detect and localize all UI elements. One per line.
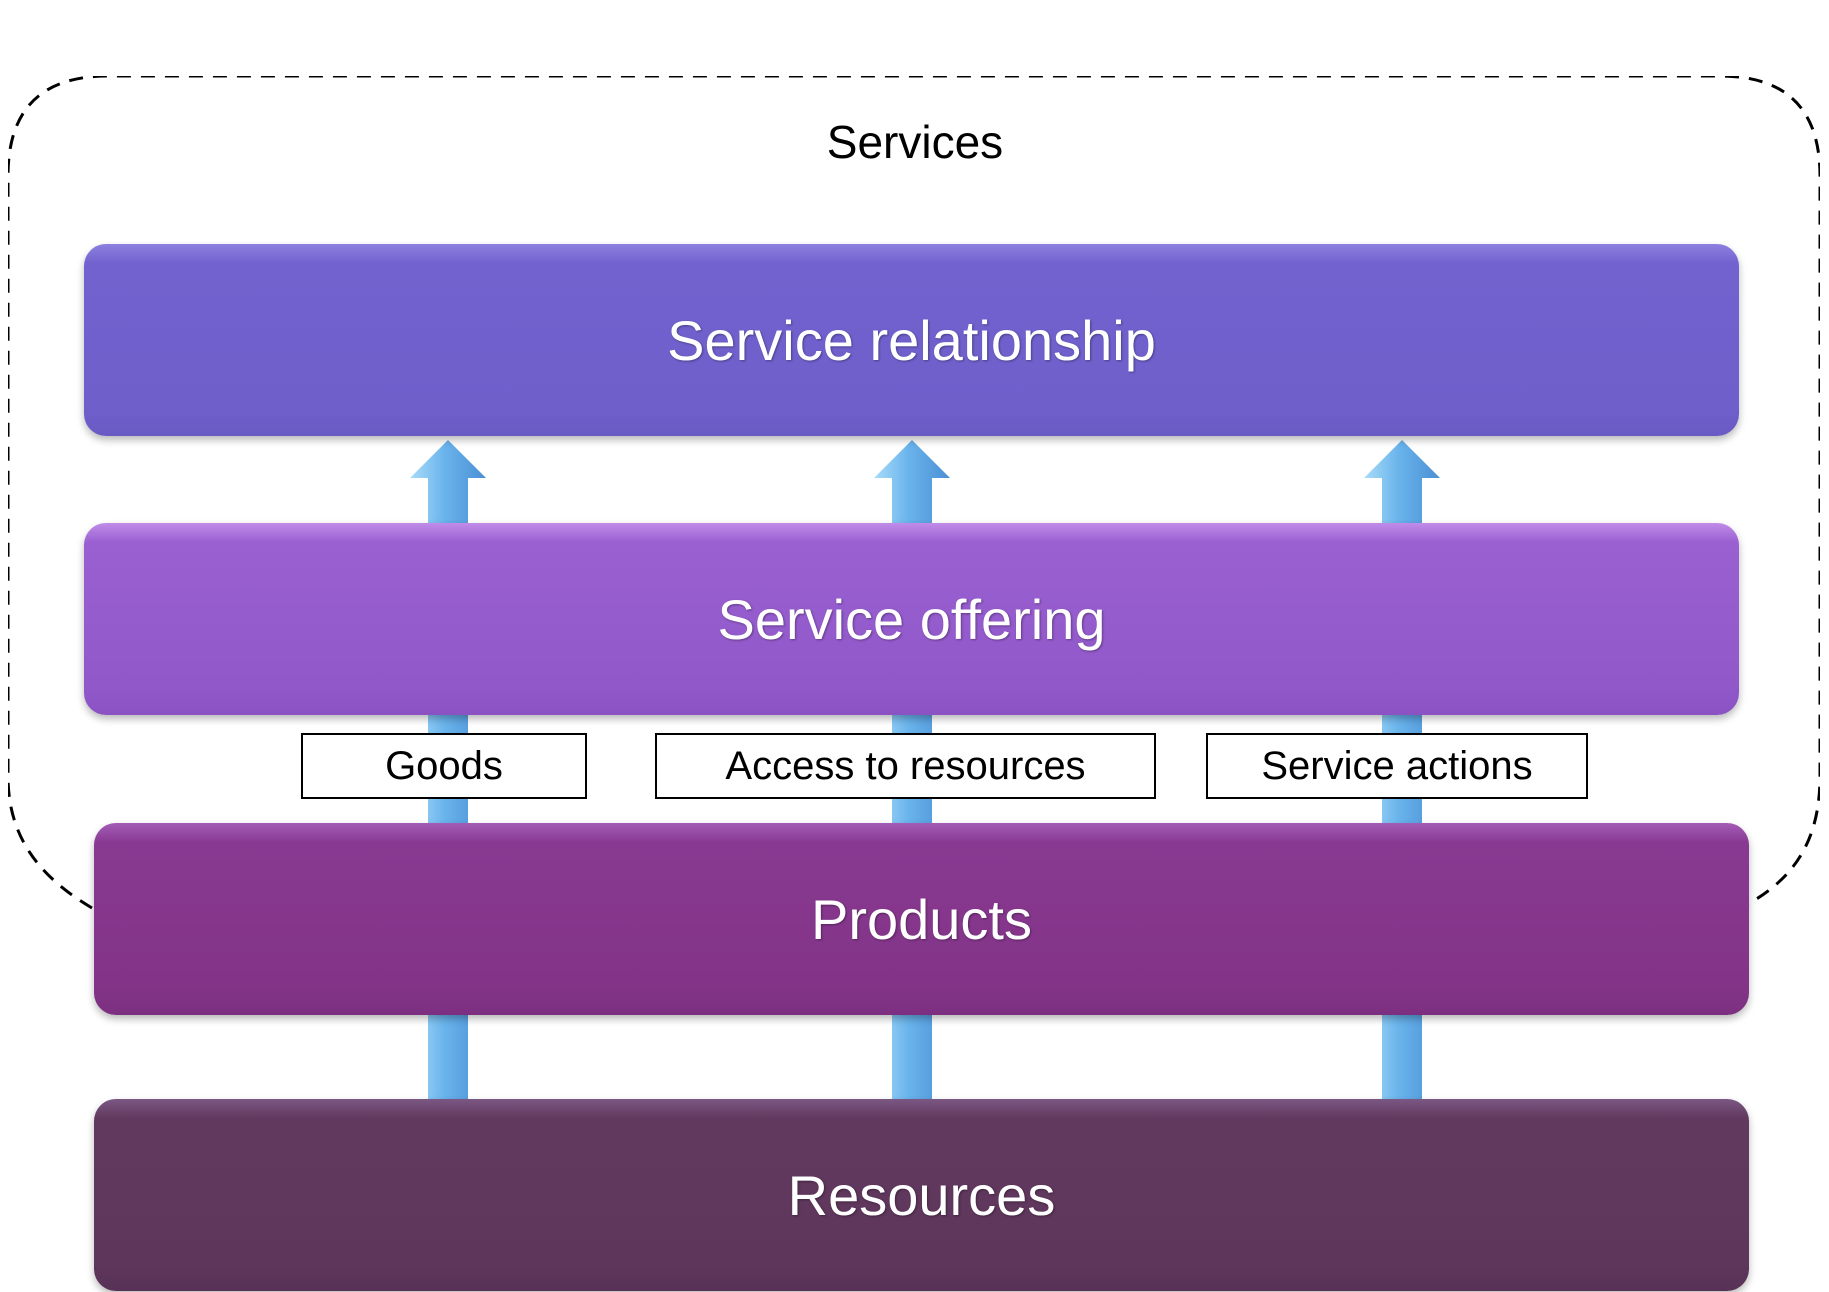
channel-service-actions-label: Service actions xyxy=(1261,743,1533,788)
channel-goods-label: Goods xyxy=(385,743,503,788)
channel-goods: Goods xyxy=(301,733,587,799)
layer-products-label: Products xyxy=(811,887,1032,951)
layer-products: Products xyxy=(94,823,1749,1015)
layer-service-offering-label: Service offering xyxy=(717,587,1106,651)
layer-service-relationship-label: Service relationship xyxy=(667,308,1156,372)
layer-service-relationship: Service relationship xyxy=(84,244,1739,436)
channel-service-actions: Service actions xyxy=(1206,733,1588,799)
channel-access-label: Access to resources xyxy=(725,743,1086,788)
services-boundary xyxy=(8,76,1820,910)
layer-resources-label: Resources xyxy=(787,1163,1056,1227)
layer-service-offering: Service offering xyxy=(84,523,1739,715)
layer-resources: Resources xyxy=(94,1099,1749,1291)
channel-access-to-resources: Access to resources xyxy=(655,733,1156,799)
services-label: Services xyxy=(826,116,1004,168)
